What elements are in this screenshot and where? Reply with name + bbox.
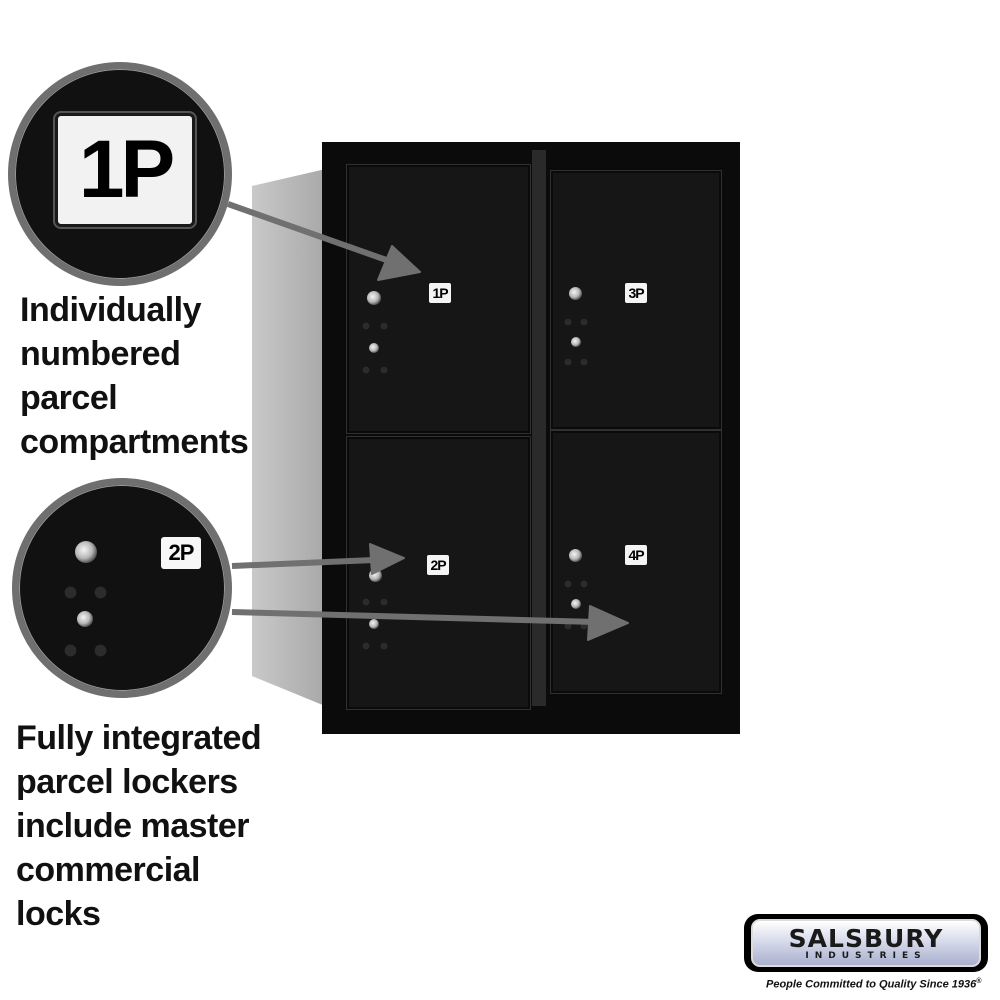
rivet-icon xyxy=(381,323,387,329)
mailbox-side-panel xyxy=(252,168,330,708)
rivet-icon xyxy=(565,581,571,587)
caption-line: compartments xyxy=(20,423,249,461)
caption-integrated-lockers: Fully integrated parcel lockers include … xyxy=(16,716,286,936)
compartment-number-tag: 1P xyxy=(429,283,451,303)
salsbury-logo: SALSBURY INDUSTRIES xyxy=(744,914,988,972)
rivet-icon xyxy=(363,323,369,329)
zoom-callout-locks: 2P xyxy=(12,478,232,698)
master-lock-icon xyxy=(569,549,582,562)
rivet-icon xyxy=(95,645,106,656)
parcel-compartment-door-2p[interactable]: 2P xyxy=(346,436,531,710)
caption-line: parcel xyxy=(20,379,118,417)
caption-line: numbered xyxy=(20,335,181,373)
rivet-icon xyxy=(581,581,587,587)
caption-numbered-compartments: Individually numbered parcel compartment… xyxy=(20,288,260,464)
compartment-number-tag: 4P xyxy=(625,545,647,565)
master-lock-icon xyxy=(75,541,97,563)
compartment-number-tag: 3P xyxy=(625,283,647,303)
arrow-head-icon xyxy=(377,245,421,281)
zoom-callout-label: 1P xyxy=(8,62,232,286)
logo-brand-name: SALSBURY xyxy=(788,923,944,953)
arrow-to-2p xyxy=(231,557,375,569)
parcel-compartment-door-3p[interactable]: 3P xyxy=(550,170,722,430)
rivet-icon xyxy=(363,643,369,649)
rivet-icon xyxy=(363,599,369,605)
compartment-number-plate-zoomed: 2P xyxy=(161,537,201,569)
rivet-icon xyxy=(565,623,571,629)
rivet-icon xyxy=(363,367,369,373)
arrow-to-1p xyxy=(226,201,394,265)
rivet-icon xyxy=(381,367,387,373)
brand-tagline: People Committed to Quality Since 1936® xyxy=(766,978,986,991)
parcel-compartment-door-1p[interactable]: 1P xyxy=(346,164,531,434)
commercial-lock-icon xyxy=(369,343,379,353)
commercial-lock-icon xyxy=(77,611,93,627)
logo-brand-sub: INDUSTRIES xyxy=(805,950,927,961)
arrow-to-4p xyxy=(231,609,597,625)
rivet-icon xyxy=(565,319,571,325)
caption-line: Individually xyxy=(20,291,202,329)
compartment-number-tag: 2P xyxy=(427,555,449,575)
parcel-compartment-door-4p[interactable]: 4P xyxy=(550,430,722,694)
rivet-icon xyxy=(581,319,587,325)
rivet-icon xyxy=(581,623,587,629)
rivet-icon xyxy=(381,643,387,649)
compartment-number-plate-zoomed: 1P xyxy=(55,113,195,227)
caption-line: commercial locks xyxy=(16,851,201,933)
caption-line: parcel lockers xyxy=(16,763,238,801)
rivet-icon xyxy=(65,645,76,656)
rivet-icon xyxy=(381,599,387,605)
rivet-icon xyxy=(95,587,106,598)
master-lock-icon xyxy=(569,287,582,300)
commercial-lock-icon xyxy=(571,337,581,347)
commercial-lock-icon xyxy=(369,619,379,629)
arrow-head-icon xyxy=(587,605,629,641)
caption-line: include master xyxy=(16,807,249,845)
rivet-icon xyxy=(65,587,76,598)
tagline-text: People Committed to Quality Since 1936 xyxy=(766,978,977,991)
rivet-icon xyxy=(581,359,587,365)
registered-mark: ® xyxy=(976,978,982,985)
caption-line: Fully integrated xyxy=(16,719,262,757)
commercial-lock-icon xyxy=(571,599,581,609)
center-divider xyxy=(532,150,546,706)
logo-badge: SALSBURY INDUSTRIES xyxy=(751,919,981,967)
rivet-icon xyxy=(565,359,571,365)
arrow-head-icon xyxy=(369,543,405,575)
master-lock-icon xyxy=(367,291,381,305)
